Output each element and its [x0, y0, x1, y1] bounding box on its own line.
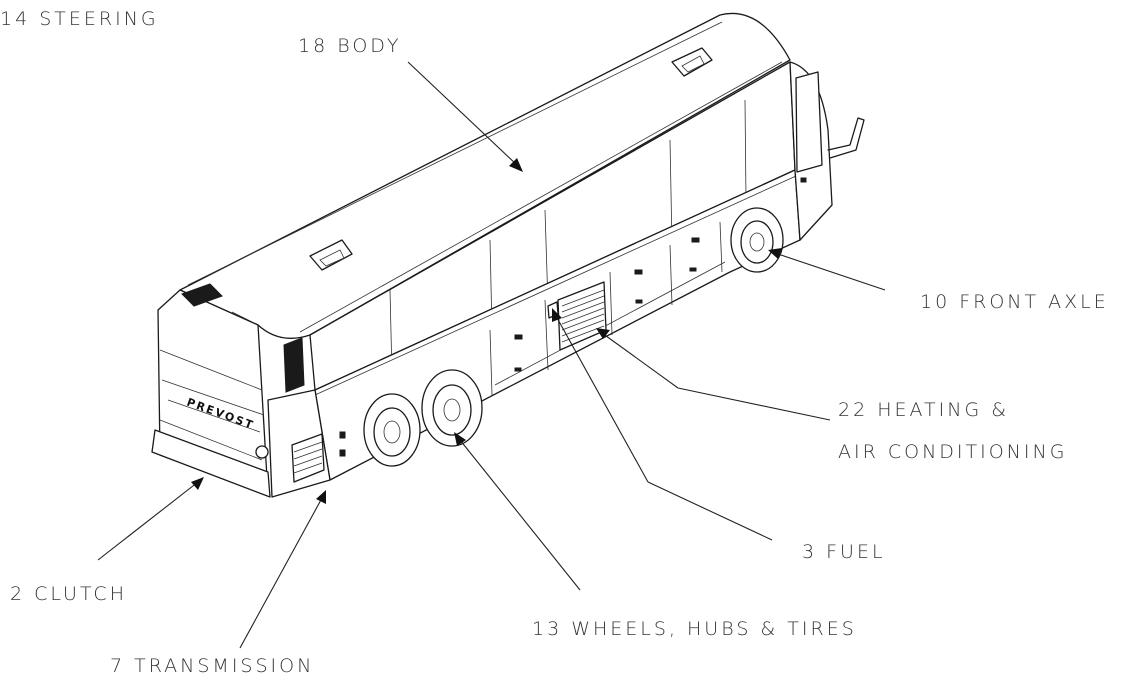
roof-hatch-front [671, 47, 713, 77]
label-clutch: 2 CLUTCH [10, 583, 127, 605]
bus-illustration: PREVOST [151, 12, 865, 498]
label-fuel: 3 FUEL [802, 541, 886, 563]
roof-hatch-rear [309, 239, 353, 271]
rear-wheel-1 [363, 393, 421, 467]
label-heating: 22 HEATING & [838, 399, 1009, 421]
label-transmission: 7 TRANSMISSION [110, 655, 314, 677]
label-body: 18 BODY [298, 35, 401, 57]
label-wheels: 13 WHEELS, HUBS & TIRES [532, 618, 857, 640]
label-air-conditioning: AIR CONDITIONING [838, 441, 1067, 463]
front-wheel [730, 207, 784, 273]
leader-lines [97, 61, 886, 649]
label-front-axle: 10 FRONT AXLE [920, 291, 1109, 313]
rear-wheel-2 [421, 369, 483, 447]
label-steering: 14 STEERING [0, 8, 159, 30]
engine-grille [291, 433, 325, 483]
callout-labels: 14 STEERING 18 BODY 10 FRONT AXLE 22 HEA… [0, 8, 1109, 677]
